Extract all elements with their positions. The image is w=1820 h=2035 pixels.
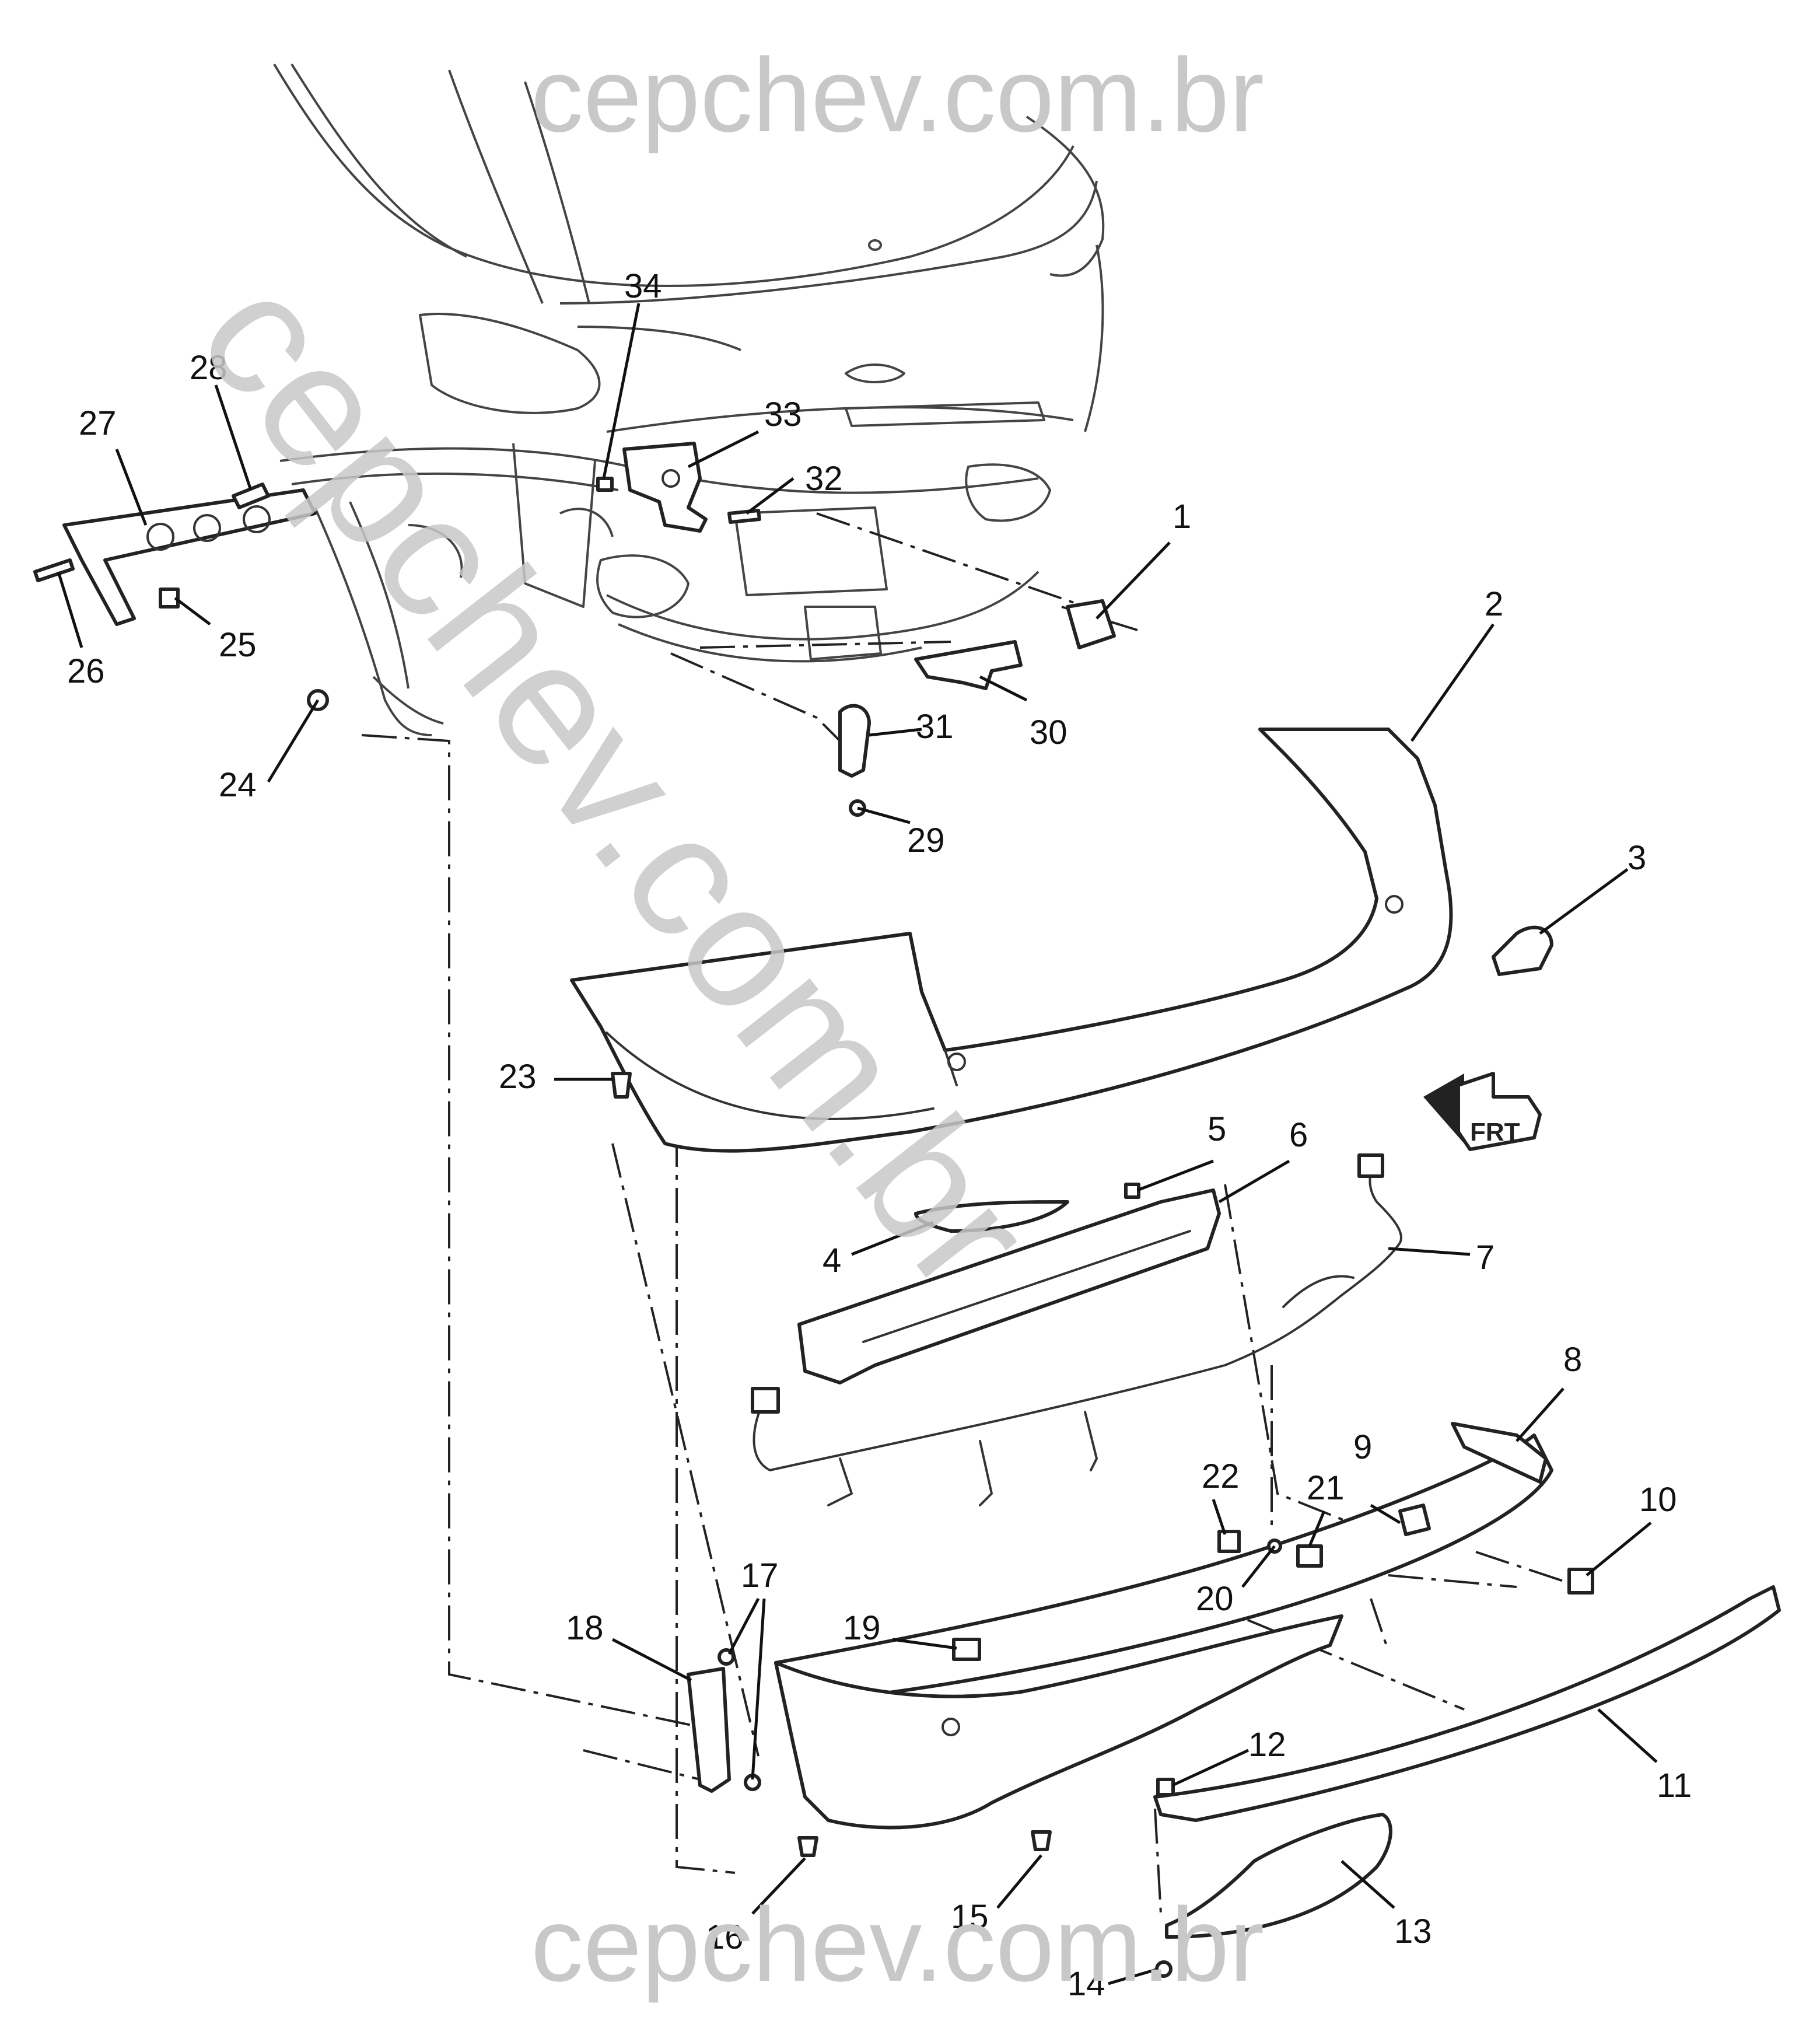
part-4-reflector	[914, 1200, 1069, 1233]
watermark-top: cepchev.com.br	[531, 37, 1264, 154]
callout-30: 30	[1030, 714, 1068, 751]
part-23-screw	[611, 1072, 632, 1099]
callout-6: 6	[1289, 1116, 1308, 1154]
callout-28: 28	[190, 349, 228, 387]
part-9-bracket	[1398, 1503, 1431, 1536]
part-32-bolt	[727, 509, 761, 524]
callout-31: 31	[916, 708, 954, 746]
part-19-clip	[952, 1638, 981, 1661]
callout-17: 17	[741, 1557, 779, 1595]
callout-10: 10	[1639, 1481, 1677, 1519]
part-34-stud	[596, 477, 614, 492]
callout-26: 26	[67, 652, 105, 690]
frt-label: FRT	[1470, 1118, 1520, 1146]
part-10-cover	[1567, 1568, 1594, 1595]
callout-5: 5	[1208, 1110, 1226, 1148]
callout-4: 4	[822, 1242, 841, 1279]
part-3-trim	[1492, 925, 1553, 976]
callout-21: 21	[1307, 1469, 1345, 1507]
part-18-bracket	[687, 1667, 731, 1793]
part-26-bolt	[33, 558, 75, 582]
callout-11: 11	[1657, 1767, 1692, 1805]
part-5-clip	[1124, 1183, 1140, 1199]
callout-3: 3	[1628, 839, 1646, 877]
part-21-clip	[1296, 1544, 1323, 1568]
callout-13: 13	[1394, 1912, 1432, 1950]
part-16-screw	[797, 1836, 818, 1857]
callout-2: 2	[1485, 585, 1503, 623]
callout-labels: 1 2 3 4 5 6 7 8 9 10 11 12 13 14 15 16 1…	[67, 267, 1692, 2003]
callout-32: 32	[805, 460, 843, 498]
callout-15: 15	[951, 1898, 989, 1936]
part-11-molding	[1153, 1585, 1781, 1822]
callout-23: 23	[499, 1058, 537, 1096]
callout-29: 29	[907, 821, 945, 859]
part-lower-fascia	[774, 1614, 1343, 1830]
callout-12: 12	[1248, 1726, 1286, 1764]
part-2-bumper-fascia-upper	[570, 728, 1453, 1153]
part-15-screw	[1031, 1830, 1052, 1851]
callout-25: 25	[219, 626, 257, 664]
part-28-pin	[232, 482, 270, 509]
part-12-fastener	[1156, 1778, 1175, 1796]
watermark-bottom: cepchev.com.br	[531, 1886, 1264, 2003]
part-13-skid-plate	[1165, 1813, 1392, 1939]
part-7-wiring-harness	[751, 1153, 1402, 1506]
callout-18: 18	[566, 1609, 604, 1647]
callout-33: 33	[764, 396, 802, 433]
callout-27: 27	[79, 404, 117, 442]
part-30-bracket	[914, 640, 1023, 690]
callout-8: 8	[1563, 1341, 1582, 1379]
front-direction-arrow-icon: FRT	[1423, 1072, 1542, 1151]
leader-lines	[57, 303, 1658, 1985]
part-33-latch	[622, 442, 708, 533]
callout-14: 14	[1068, 1965, 1105, 2003]
callout-1: 1	[1172, 498, 1191, 536]
callout-20: 20	[1196, 1580, 1234, 1618]
part-8-support	[774, 1422, 1553, 1705]
callout-24: 24	[219, 766, 257, 804]
callout-34: 34	[624, 267, 662, 305]
part-31-bracket	[838, 704, 871, 778]
part-27-bracket	[62, 488, 317, 626]
callout-19: 19	[843, 1609, 881, 1647]
part-22-grommet	[1217, 1530, 1241, 1553]
callout-16: 16	[706, 1918, 744, 1956]
callout-7: 7	[1476, 1239, 1494, 1277]
callout-22: 22	[1202, 1457, 1240, 1495]
callout-9: 9	[1353, 1428, 1372, 1466]
part-6-energy-absorber	[797, 1188, 1221, 1384]
